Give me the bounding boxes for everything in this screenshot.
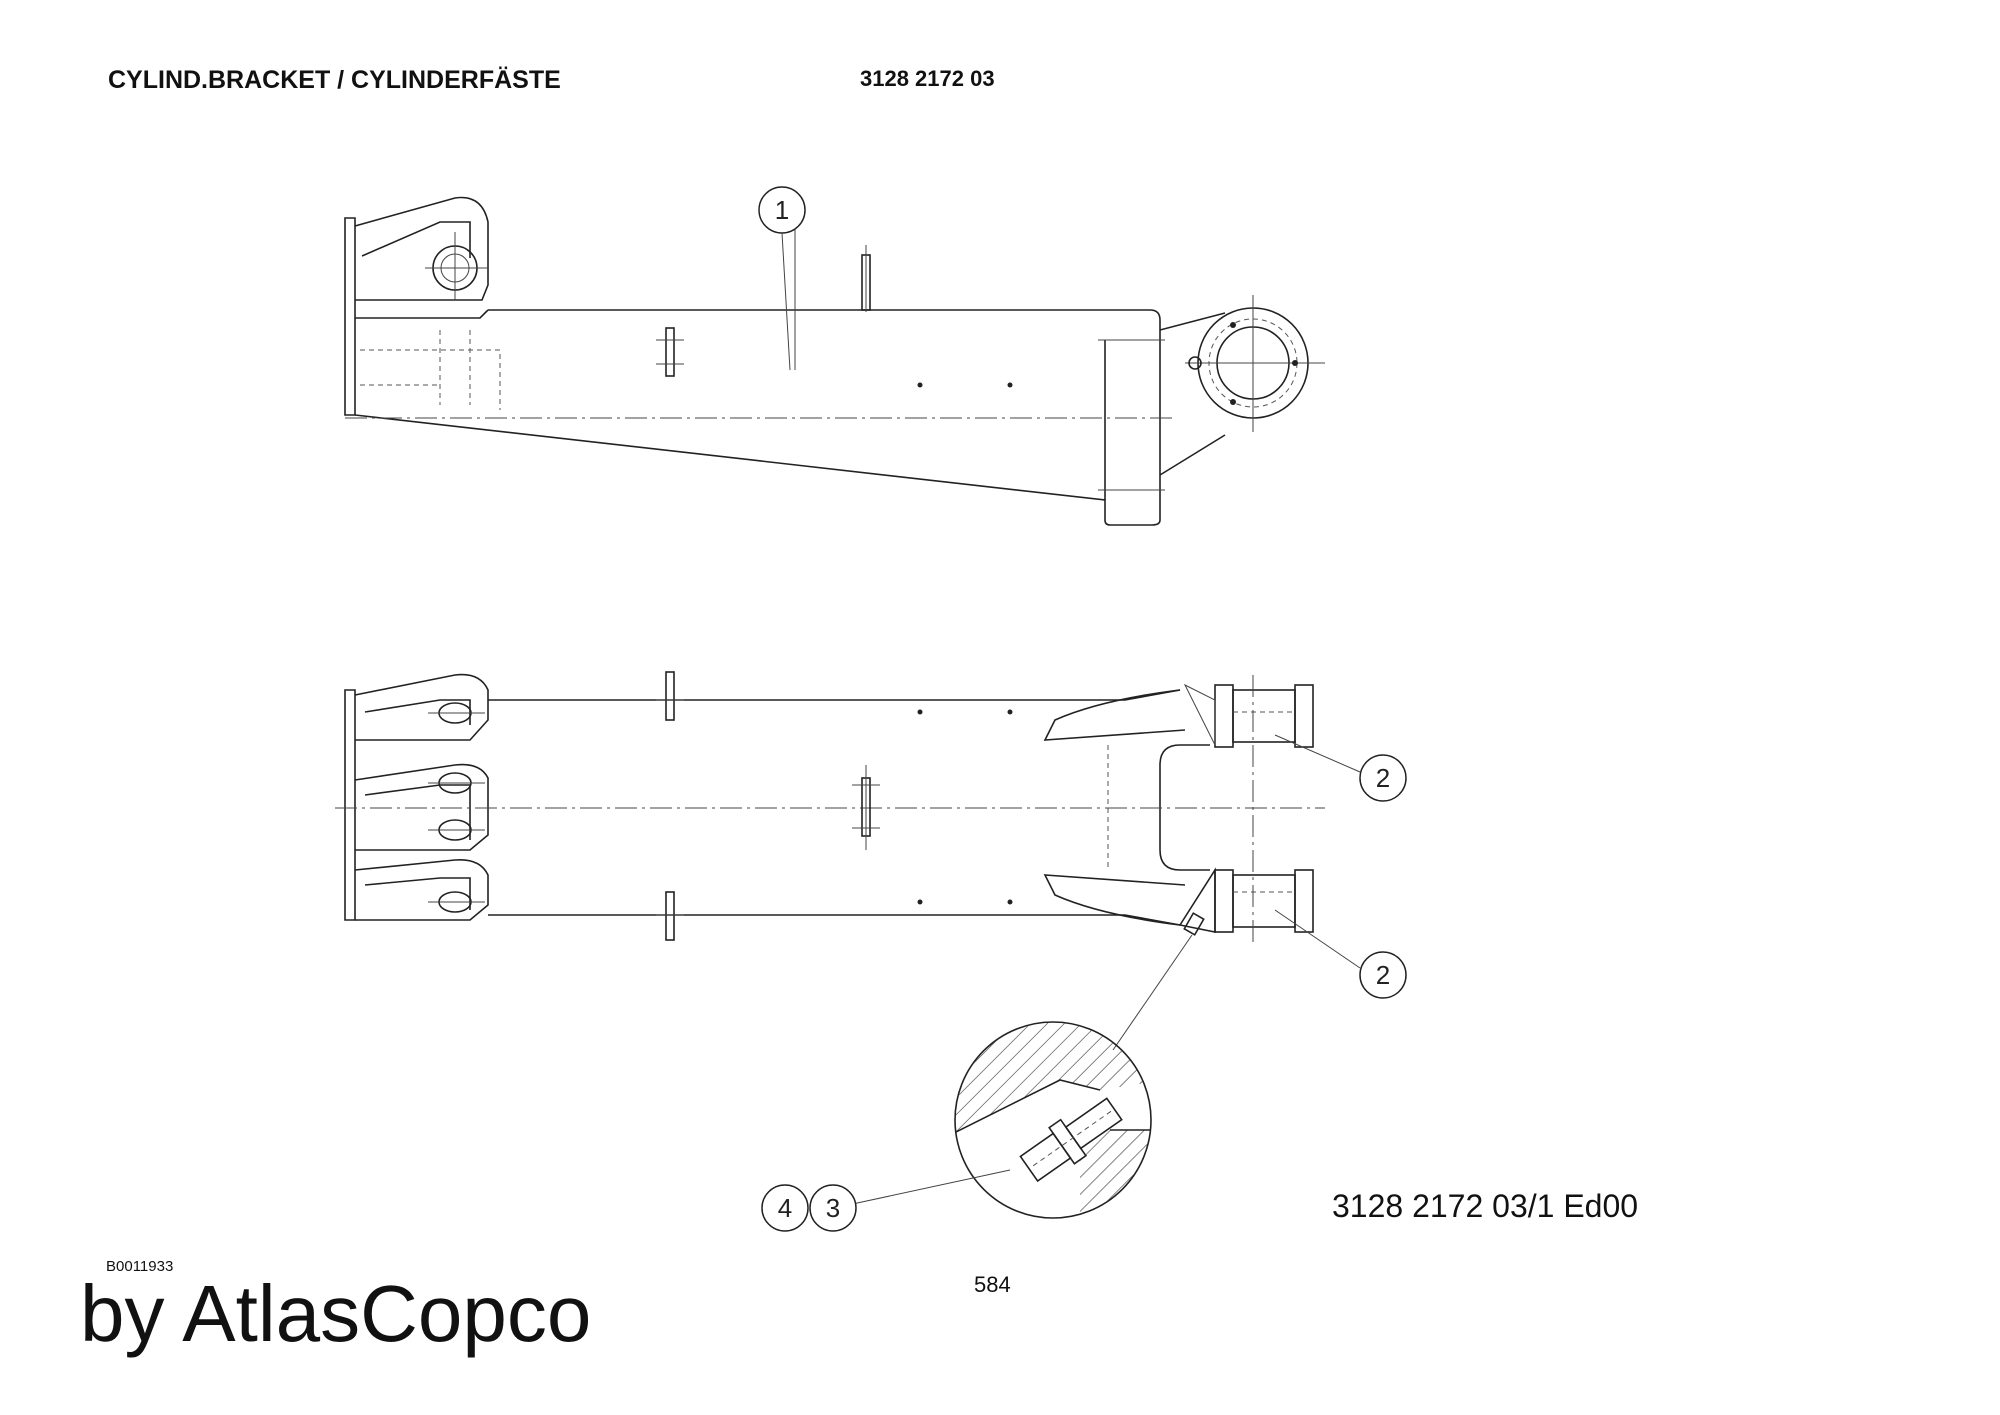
balloon-2-bottom: 2 [1359,951,1407,999]
svg-text:1: 1 [775,195,789,225]
svg-text:3: 3 [826,1193,840,1223]
detail-view [847,934,1193,1219]
plan-view [335,671,1325,945]
brand-logo: by AtlasCopco [80,1269,592,1358]
page-number: 584 [974,1272,1011,1297]
part-number: 3128 2172 03 [860,66,995,91]
balloon-1: 1 [758,186,806,234]
document-id: B0011933 [106,1258,174,1275]
svg-text:2: 2 [1376,960,1390,990]
side-view [344,195,1325,526]
balloon-2-top: 2 [1359,754,1407,802]
balloon-3: 3 [809,1184,857,1232]
page-title: CYLIND.BRACKET / CYLINDERFÄSTE [108,66,561,94]
balloon-4: 4 [761,1184,809,1232]
svg-text:2: 2 [1376,763,1390,793]
svg-text:4: 4 [778,1193,792,1223]
drawing-reference: 3128 2172 03/1 Ed00 [1332,1188,1639,1224]
